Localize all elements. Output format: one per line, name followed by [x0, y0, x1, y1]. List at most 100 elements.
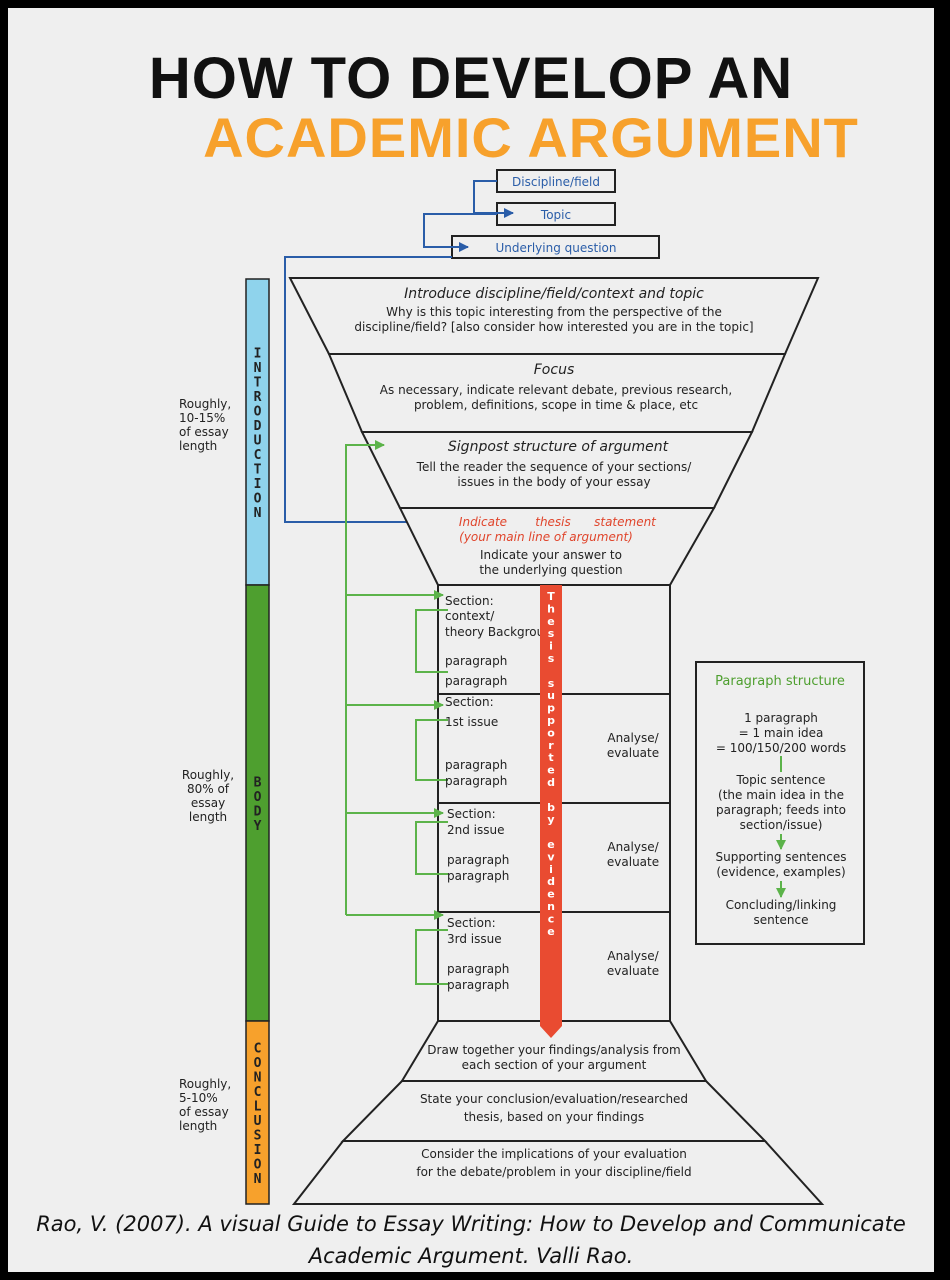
s4-para1: paragraph	[447, 962, 509, 976]
discipline-label: Discipline/field	[512, 175, 600, 189]
c2-line2: thesis, based on your findings	[464, 1110, 644, 1124]
signpost-arrow	[345, 440, 385, 915]
s1-line2: context/	[445, 609, 495, 623]
ps-topic-3: paragraph; feeds into	[716, 803, 846, 817]
stage-bars	[245, 278, 270, 1205]
level3-line1: Tell the reader the sequence of your sec…	[416, 460, 693, 474]
introduction-label-letter: U	[254, 433, 262, 448]
level1-title: Introduce discipline/field/context and t…	[404, 286, 704, 302]
evidence-bar	[540, 585, 562, 1038]
level2-line1: As necessary, indicate relevant debate, …	[380, 383, 732, 397]
thesis-red-word-3: statement	[594, 515, 657, 529]
evidence-letter: i	[549, 640, 553, 653]
conclusion-label-letter: I	[254, 1143, 262, 1158]
conclusion-text: Draw together your findings/analysis fro…	[416, 1043, 691, 1179]
introduction-funnel	[288, 277, 820, 586]
ps-supporting-1: Supporting sentences	[716, 850, 847, 864]
c1-line2: each section of your argument	[462, 1058, 647, 1072]
conclusion-label-letter: C	[254, 1041, 262, 1056]
introduction-label-letter: T	[254, 375, 262, 390]
discipline-to-topic-arrow	[473, 180, 514, 218]
body-length-1: Roughly,	[182, 768, 234, 782]
introduction-label-letter: N	[254, 506, 262, 521]
citation-line-2: Academic Argument. Valli Rao.	[308, 1244, 634, 1268]
conclusion-label-letter: O	[254, 1056, 262, 1071]
s2-para2: paragraph	[445, 774, 507, 788]
analysis-label-line2: evaluate	[607, 855, 659, 869]
conclusion-funnel	[291, 1020, 825, 1205]
title-line-2: ACADEMIC ARGUMENT	[203, 106, 859, 169]
c3-line1: Consider the implications of your evalua…	[421, 1147, 687, 1161]
level3-line2: issues in the body of your essay	[457, 475, 650, 489]
question-to-thesis-arrow	[284, 256, 452, 527]
conclusion-length-4: length	[179, 1119, 217, 1133]
conclusion-label-letter: C	[254, 1085, 262, 1100]
conclusion-label-letter: S	[254, 1128, 262, 1143]
intro-funnel-text: Introduce discipline/field/context and t…	[354, 286, 753, 577]
conclusion-bar	[245, 1020, 270, 1205]
evidence-letter: d	[547, 776, 555, 789]
ps-topic-2: (the main idea in the	[718, 788, 844, 802]
evidence-letter: T	[547, 590, 555, 603]
evidence-letter: i	[549, 863, 553, 876]
paragraph-structure-title: Paragraph structure	[715, 674, 845, 689]
s2-para1: paragraph	[445, 758, 507, 772]
s4-line1: Section:	[447, 916, 496, 930]
analysis-label-line1: Analyse/	[607, 731, 659, 745]
analysis-labels: Analyse/evaluateAnalyse/evaluateAnalyse/…	[607, 731, 660, 978]
evidence-letter: s	[548, 677, 555, 690]
body-label-letter: O	[254, 790, 262, 805]
green-arrows	[345, 440, 448, 985]
introduction-label-letter: D	[254, 419, 262, 434]
evidence-letter: v	[547, 850, 555, 863]
section3-bracket	[415, 821, 448, 875]
thesis-red-line2: (your main line of argument)	[459, 530, 633, 544]
introduction-label-letter: O	[254, 404, 262, 419]
introduction-label-letter: R	[254, 390, 262, 405]
introduction-label-letter: T	[254, 462, 262, 477]
topic-to-question-arrow	[423, 213, 497, 252]
top-boxes: Discipline/field Topic Underlying questi…	[451, 169, 660, 259]
evidence-letter: s	[548, 652, 555, 665]
conclusion-label-letter: N	[254, 1070, 262, 1085]
conclusion-label-letter: O	[254, 1157, 262, 1172]
level2-title: Focus	[534, 362, 574, 378]
s3-para2: paragraph	[447, 869, 509, 883]
conclusion-length-2: 5-10%	[179, 1091, 218, 1105]
topic-label: Topic	[540, 208, 571, 222]
introduction-label-letter: I	[254, 477, 262, 492]
evidence-letter: p	[547, 702, 555, 715]
evidence-letter: o	[547, 726, 555, 739]
evidence-letter: n	[547, 900, 555, 913]
evidence-letter: p	[547, 714, 555, 727]
s2-line2: 1st issue	[445, 715, 498, 729]
level1-line1: Why is this topic interesting from the p…	[386, 305, 722, 319]
introduction-label-letter: N	[254, 361, 262, 376]
evidence-letter: c	[548, 912, 555, 925]
body-section-text: Section: context/ theory Background para…	[445, 594, 559, 992]
introduction-label-letter: O	[254, 491, 262, 506]
ps-topic-1: Topic sentence	[736, 773, 826, 787]
section2-bracket	[415, 719, 448, 781]
intro-length-1: Roughly,	[179, 397, 231, 411]
ps-topic-4: section/issue)	[740, 818, 823, 832]
intro-length-2: 10-15%	[179, 411, 225, 425]
thesis-red-word-1: Indicate	[459, 515, 507, 529]
evidence-letter: e	[547, 925, 554, 938]
level4-line1: Indicate your answer to	[480, 548, 622, 562]
evidence-letter: e	[547, 615, 554, 628]
ps-concluding-2: sentence	[754, 913, 809, 927]
intro-length-3: of essay	[179, 425, 229, 439]
underlying-question-label: Underlying question	[496, 241, 617, 255]
s3-line1: Section:	[447, 807, 496, 821]
conclusion-label-letter: U	[254, 1114, 262, 1129]
title-line-1: HOW TO DEVELOP AN	[148, 46, 794, 111]
body-label-letter: B	[254, 775, 262, 790]
ps-concluding-1: Concluding/linking	[726, 898, 837, 912]
s1-line1: Section:	[445, 594, 494, 608]
body-length-4: length	[189, 810, 227, 824]
s4-para2: paragraph	[447, 978, 509, 992]
conclusion-length-3: of essay	[179, 1105, 229, 1119]
